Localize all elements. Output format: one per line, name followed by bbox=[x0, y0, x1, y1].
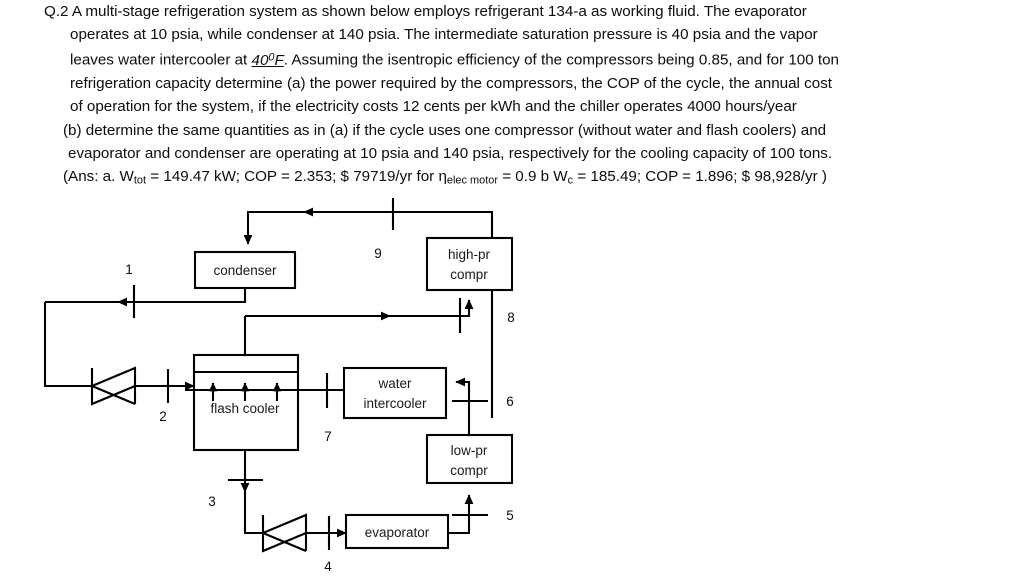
condenser-box[interactable] bbox=[193, 250, 297, 290]
answer-mid-3: = 185.49; COP = 1.896; $ 98,928/yr ) bbox=[573, 168, 827, 186]
evaporator-label: evaporator bbox=[365, 525, 430, 540]
answer-sub-elec: elec motor bbox=[446, 174, 498, 187]
low-pr-compressor-box[interactable] bbox=[425, 433, 514, 485]
low-pr-compressor-label-2: compr bbox=[450, 463, 488, 478]
high-pr-compressor-label-1: high-pr bbox=[448, 247, 491, 262]
answer-mid-1: = 149.47 kW; COP = 2.353; $ 79719/yr for… bbox=[146, 168, 447, 186]
flash-cooler-label: flash cooler bbox=[210, 401, 280, 416]
answer-mid-2: = 0.9 b W bbox=[497, 168, 568, 186]
state-label-4: 4 bbox=[324, 559, 332, 574]
question-line-3: leaves water intercooler at 400F. Assumi… bbox=[0, 46, 1024, 72]
flash-cooler-vapor-arrows bbox=[208, 382, 282, 401]
answer-line: (Ans: a. Wtot = 149.47 kW; COP = 2.353; … bbox=[0, 165, 1024, 193]
state-label-3: 3 bbox=[208, 494, 216, 509]
pipe-9-compr-to-condenser bbox=[243, 207, 494, 418]
state-label-5: 5 bbox=[506, 508, 514, 523]
line3-temperature: 400F bbox=[251, 51, 284, 69]
answer-sub-c: c bbox=[567, 174, 574, 187]
answer-sub-tot: tot bbox=[133, 174, 147, 187]
line3-suffix: . Assuming the isentropic efficiency of … bbox=[283, 52, 840, 69]
low-pr-compressor-label-1: low-pr bbox=[451, 443, 488, 458]
high-pr-compressor-box[interactable] bbox=[425, 236, 514, 292]
answer-prefix: (Ans: a. W bbox=[63, 168, 134, 186]
state-label-7: 7 bbox=[324, 429, 332, 444]
line3-temp-unit: F bbox=[274, 52, 284, 69]
pipe-3-flash-to-valve bbox=[240, 450, 263, 535]
question-text-block: Q.2 A multi-stage refrigeration system a… bbox=[0, 0, 1024, 193]
line3-prefix: leaves water intercooler at bbox=[70, 52, 252, 69]
flash-cooler-box[interactable] bbox=[192, 353, 300, 452]
expansion-valve-low[interactable] bbox=[261, 513, 308, 553]
pipe-8-to-high-pr-compr bbox=[243, 299, 474, 355]
line3-temp-degree: 0 bbox=[268, 51, 275, 64]
water-intercooler-box[interactable] bbox=[342, 366, 448, 420]
state-label-2: 2 bbox=[159, 409, 167, 424]
evaporator-box[interactable] bbox=[344, 513, 450, 550]
refrigeration-cycle-diagram: 9 condenser 1 high-pr compr bbox=[0, 196, 1024, 586]
state-label-1: 1 bbox=[125, 262, 133, 277]
water-intercooler-label-2: intercooler bbox=[363, 396, 427, 411]
question-line-6: (b) determine the same quantities as in … bbox=[63, 121, 827, 139]
question-line-7: evaporator and condenser are operating a… bbox=[68, 144, 833, 162]
pipe-1-condenser-to-valve bbox=[43, 288, 247, 388]
state-label-9: 9 bbox=[374, 246, 382, 261]
question-line-2: operates at 10 psia, while condenser at … bbox=[70, 26, 818, 44]
expansion-valve-high[interactable] bbox=[90, 366, 137, 406]
state-label-6: 6 bbox=[506, 394, 514, 409]
question-line-5: of operation for the system, if the elec… bbox=[70, 98, 797, 116]
pipe-6-lowcompr-to-intercooler bbox=[455, 377, 471, 435]
condenser-label: condenser bbox=[213, 263, 277, 278]
line3-temp-value: 40 bbox=[251, 52, 269, 69]
state-label-8: 8 bbox=[507, 310, 515, 325]
high-pr-compressor-label-2: compr bbox=[450, 267, 488, 282]
pipe-5-evaporator-to-lowcompr bbox=[448, 494, 474, 535]
question-line-1: Q.2 A multi-stage refrigeration system a… bbox=[44, 3, 807, 20]
water-intercooler-label-1: water bbox=[377, 376, 412, 391]
question-line-4: refrigeration capacity determine (a) the… bbox=[70, 75, 833, 93]
